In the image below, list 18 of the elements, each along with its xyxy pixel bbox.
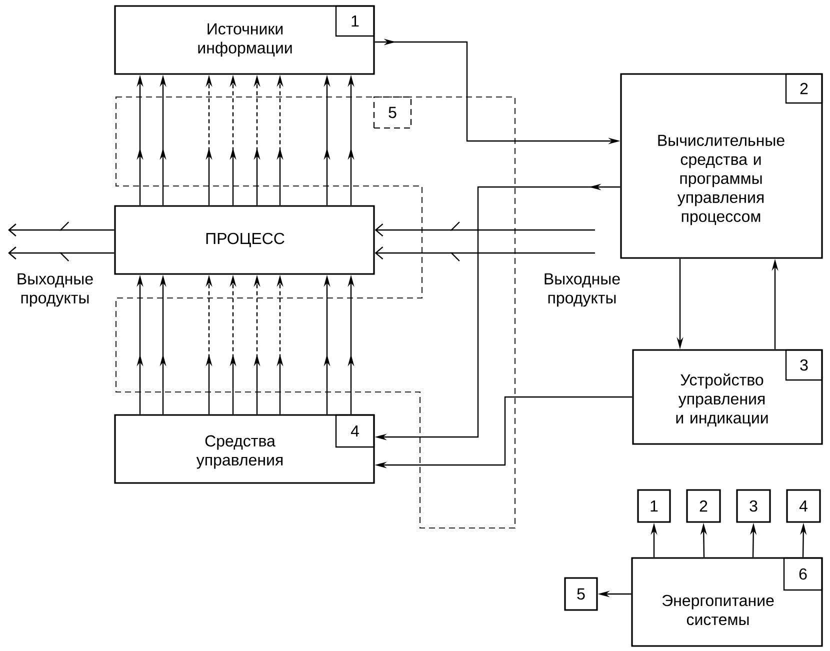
number-box: 4 [335, 414, 375, 448]
arrow [8, 222, 114, 236]
number-box: 4 [786, 489, 821, 523]
number-box: 5 [564, 577, 598, 611]
number-box: 1 [637, 489, 671, 523]
arrow [374, 246, 595, 262]
process-box: ПРОЦЕСС [114, 205, 375, 275]
output-label: Выходные продукты [544, 273, 620, 307]
arrow [8, 246, 114, 262]
number-box: 3 [785, 349, 823, 381]
number-box: 6 [783, 557, 823, 591]
number-box: 2 [785, 73, 823, 104]
output-label: Выходные продукты [18, 273, 93, 307]
number-box: 5 [373, 96, 412, 129]
number-box: 1 [335, 5, 375, 37]
arrow [374, 222, 595, 236]
number-box: 3 [736, 489, 771, 523]
number-box: 2 [686, 489, 721, 523]
